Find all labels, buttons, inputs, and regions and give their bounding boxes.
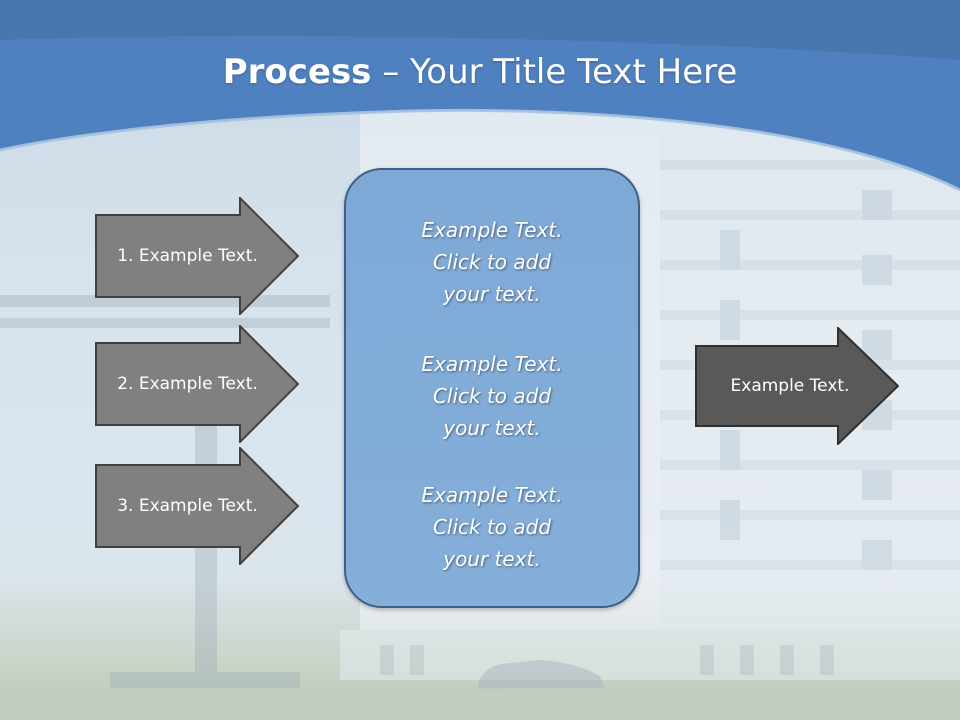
center-line: Example Text.: [421, 218, 563, 242]
center-text-block-2[interactable]: Example Text. Click to add your text.: [346, 348, 638, 444]
step-arrow-label: 1. Example Text.: [117, 246, 258, 266]
result-arrow[interactable]: Example Text.: [695, 327, 899, 445]
title-bold: Process: [222, 52, 372, 92]
center-line: Click to add: [432, 250, 552, 274]
step-arrow-1[interactable]: 1. Example Text.: [95, 197, 299, 315]
header-band: [0, 0, 960, 190]
center-line: your text.: [443, 282, 541, 306]
center-line: Example Text.: [421, 483, 563, 507]
center-line: your text.: [443, 416, 541, 440]
center-text-block-1[interactable]: Example Text. Click to add your text.: [346, 214, 638, 310]
process-center-box[interactable]: Example Text. Click to add your text. Ex…: [344, 168, 640, 608]
center-line: Click to add: [432, 384, 552, 408]
arrow-shape-icon: [695, 327, 899, 445]
center-line: Example Text.: [421, 352, 563, 376]
step-arrow-2[interactable]: 2. Example Text.: [95, 325, 299, 443]
arrow-shape-icon: [95, 325, 299, 443]
center-line: Click to add: [432, 515, 552, 539]
step-arrow-3[interactable]: 3. Example Text.: [95, 447, 299, 565]
title-rest: – Your Title Text Here: [371, 52, 738, 92]
center-line: your text.: [443, 547, 541, 571]
step-arrow-label: 3. Example Text.: [117, 496, 258, 516]
grass-strip: [0, 688, 960, 720]
arrow-shape-icon: [95, 197, 299, 315]
car-illustration: [478, 660, 605, 692]
slide-title: Process – Your Title Text Here: [0, 52, 960, 92]
result-arrow-label: Example Text.: [730, 376, 850, 396]
center-text-block-3[interactable]: Example Text. Click to add your text.: [346, 479, 638, 575]
arrow-shape-icon: [95, 447, 299, 565]
step-arrow-label: 2. Example Text.: [117, 374, 258, 394]
